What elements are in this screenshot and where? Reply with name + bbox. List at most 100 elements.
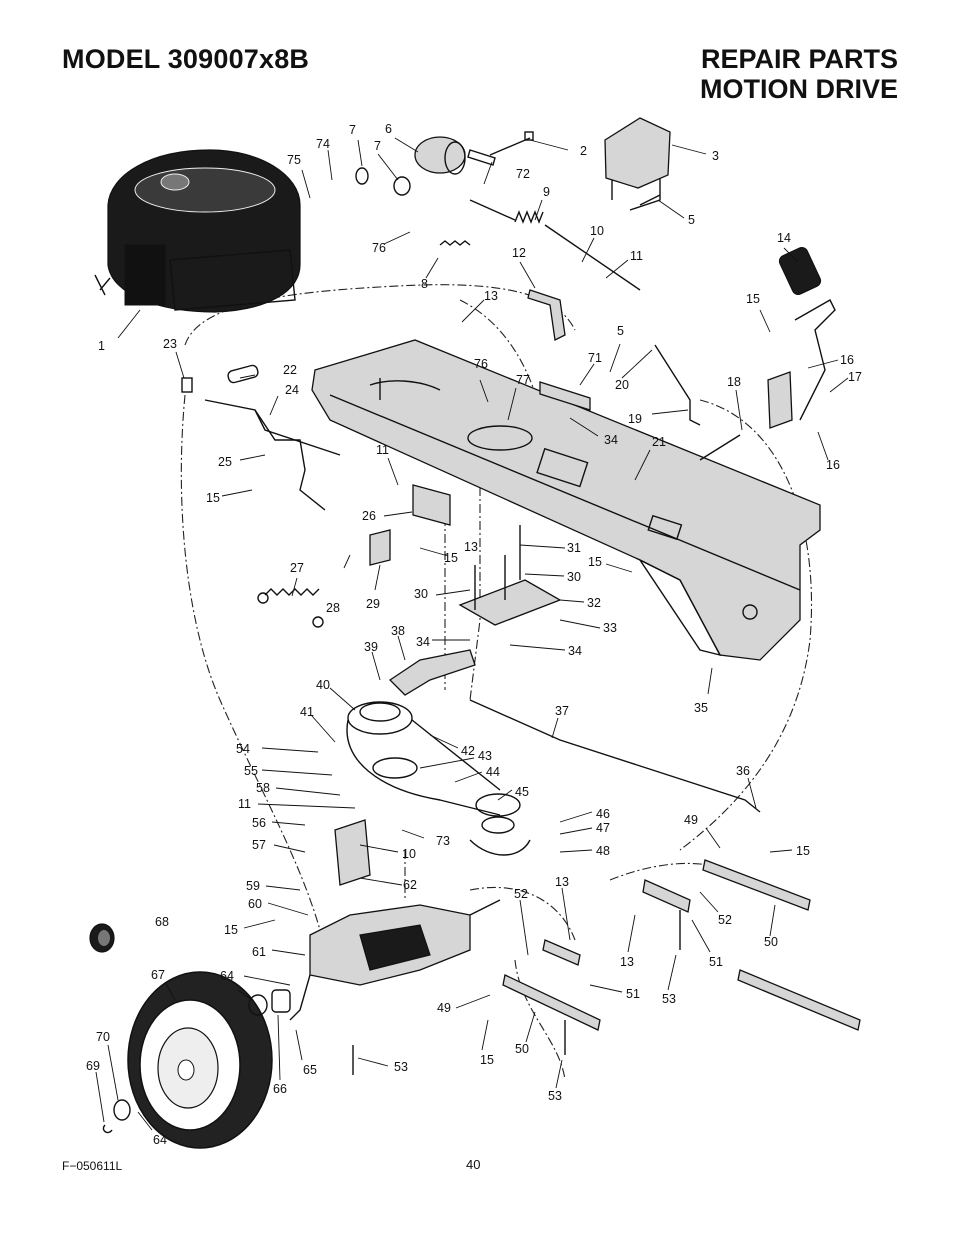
callout-15-bracket: 15 xyxy=(444,551,458,565)
bushing-23 xyxy=(181,377,193,393)
callout-77: 77 xyxy=(516,373,530,387)
callout-64-upper: 64 xyxy=(220,969,234,983)
callout-15-right: 15 xyxy=(796,844,810,858)
callout-42: 42 xyxy=(461,744,475,758)
callout-7-left: 7 xyxy=(349,123,356,137)
callout-44: 44 xyxy=(486,765,500,779)
callout-31: 31 xyxy=(567,541,581,555)
model-title: MODEL 309007x8B xyxy=(62,44,310,74)
bracket-51-right xyxy=(642,879,691,913)
callout-58: 58 xyxy=(256,781,270,795)
callout-51-lower: 51 xyxy=(626,987,640,1001)
exhaust-bracket xyxy=(467,149,496,166)
callout-76-lower: 76 xyxy=(474,357,488,371)
callout-10-lower: 10 xyxy=(402,847,416,861)
callout-52-left: 52 xyxy=(514,887,528,901)
rod-25 xyxy=(254,409,326,511)
engine xyxy=(94,149,301,313)
callout-11-upper: 11 xyxy=(630,249,643,263)
callout-2: 2 xyxy=(580,144,587,158)
callout-62: 62 xyxy=(403,878,417,892)
callout-15-frame: 15 xyxy=(588,555,602,569)
callout-43: 43 xyxy=(478,749,492,763)
heat-shield xyxy=(604,117,671,211)
callout-67: 67 xyxy=(151,968,165,982)
transaxle-61 xyxy=(289,899,501,1021)
callout-66: 66 xyxy=(273,1082,287,1096)
rear-wheel-67 xyxy=(127,971,273,1149)
bracket-71 xyxy=(539,381,591,411)
page-number: 40 xyxy=(466,1157,481,1172)
callout-28: 28 xyxy=(326,601,340,615)
bracket-26 xyxy=(412,484,451,526)
callout-37: 37 xyxy=(555,704,569,718)
standoffs-30 xyxy=(474,525,521,610)
callout-15-lever: 15 xyxy=(746,292,760,306)
shift-rod xyxy=(654,344,741,461)
section-title-line2: MOTION DRIVE xyxy=(699,74,898,104)
exhaust-pipe xyxy=(317,178,413,236)
callout-7-right: 7 xyxy=(374,139,381,153)
callout-35: 35 xyxy=(694,701,708,715)
bracket-29 xyxy=(369,529,391,566)
callout-5-lower: 5 xyxy=(617,324,624,338)
callout-49-left: 49 xyxy=(437,1001,451,1015)
callout-19: 19 xyxy=(628,412,642,426)
callout-27: 27 xyxy=(290,561,304,575)
idler-arm-38 xyxy=(388,649,476,696)
bar-50-lower xyxy=(502,974,601,1031)
callout-56: 56 xyxy=(252,816,266,830)
bolt-5-upper xyxy=(639,194,661,206)
washer-70 xyxy=(113,1099,131,1121)
callout-50-right: 50 xyxy=(764,935,778,949)
callout-18: 18 xyxy=(727,375,741,389)
callout-34-left: 34 xyxy=(416,635,430,649)
pulley-43 xyxy=(372,757,418,779)
spring-8 xyxy=(439,240,471,246)
callout-21: 21 xyxy=(652,435,666,449)
callout-54: 54 xyxy=(236,742,250,756)
callout-64-lower: 64 xyxy=(153,1133,167,1147)
callout-15-rod: 15 xyxy=(206,491,220,505)
callout-75: 75 xyxy=(287,153,301,167)
callout-48: 48 xyxy=(596,844,610,858)
callout-53-left: 53 xyxy=(394,1060,408,1074)
callout-26: 26 xyxy=(362,509,376,523)
callout-46: 46 xyxy=(596,807,610,821)
callout-1: 1 xyxy=(98,339,105,353)
bushing-68 xyxy=(89,923,115,953)
callout-30-right: 30 xyxy=(567,570,581,584)
grip-22 xyxy=(227,364,259,384)
callout-13-upper: 13 xyxy=(484,289,498,303)
callout-13-mid: 13 xyxy=(464,540,478,554)
callout-71: 71 xyxy=(588,351,602,365)
callout-40: 40 xyxy=(316,678,330,692)
callout-11-mid: 11 xyxy=(376,443,389,457)
bracket-10 xyxy=(334,819,371,886)
drive-belt-44 xyxy=(346,719,501,816)
callout-72: 72 xyxy=(516,167,530,181)
spacer-66 xyxy=(271,989,291,1013)
callout-47: 47 xyxy=(596,821,610,835)
callout-16-lower: 16 xyxy=(826,458,840,472)
callout-17: 17 xyxy=(848,370,862,384)
callout-34-right: 34 xyxy=(568,644,582,658)
callout-25: 25 xyxy=(218,455,232,469)
pulley-45 xyxy=(475,793,521,834)
callout-36: 36 xyxy=(736,764,750,778)
callout-53-center: 53 xyxy=(548,1089,562,1103)
callout-29: 29 xyxy=(366,597,380,611)
callout-15-transaxle: 15 xyxy=(224,923,238,937)
callout-39: 39 xyxy=(364,640,378,654)
callout-51-right: 51 xyxy=(709,955,723,969)
bar-50-spare xyxy=(737,969,861,1031)
callout-20: 20 xyxy=(615,378,629,392)
main-frame xyxy=(311,339,821,661)
callout-15-bottom: 15 xyxy=(480,1053,494,1067)
callout-labels: 1 2 3 5 5 6 7 7 8 9 10 10 11 11 11 12 13… xyxy=(86,122,862,1147)
lever-handle-14 xyxy=(778,247,822,295)
spring-9 xyxy=(469,199,641,291)
callout-13-lower-left: 13 xyxy=(555,875,569,889)
callout-69: 69 xyxy=(86,1059,100,1073)
callout-52-right: 52 xyxy=(718,913,732,927)
